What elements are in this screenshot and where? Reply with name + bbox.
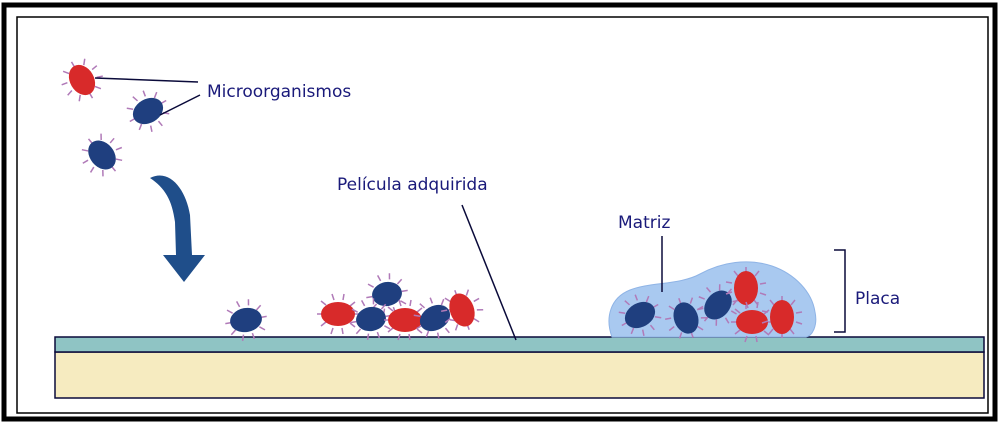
red-microorganism-icon [383,299,427,341]
blue-microorganism-icon [72,125,132,185]
blue-microorganism-icon [362,269,412,319]
blue-microorganism-icon [611,286,669,344]
red-microorganism-icon [725,266,767,310]
substrate-layer [54,351,985,399]
pellicle-layer [54,336,985,353]
blue-microorganism-icon [688,275,748,335]
acquired-pellicle-label: Película adquirida [337,175,488,195]
inner-frame [16,16,989,414]
red-microorganism-icon [730,301,774,343]
red-microorganism-icon [316,293,360,335]
pellicle-leader-line [461,204,517,341]
blue-microorganism-icon [221,295,271,345]
red-microorganism-icon [435,282,489,338]
plaque-label: Placa [855,289,901,309]
red-microorganism-icon [53,51,111,109]
leader-line [94,77,199,83]
plaque-bracket [834,249,846,333]
microorganisms-label: Microorganismos [207,82,352,102]
leader-line [159,94,201,116]
red-microorganism-icon [761,295,803,339]
down-curved-arrow-icon [150,175,205,282]
blue-microorganism-icon [346,294,396,344]
blue-microorganism-icon [659,290,713,346]
matrix-label: Matriz [618,213,671,233]
blue-microorganism-icon [119,82,177,140]
